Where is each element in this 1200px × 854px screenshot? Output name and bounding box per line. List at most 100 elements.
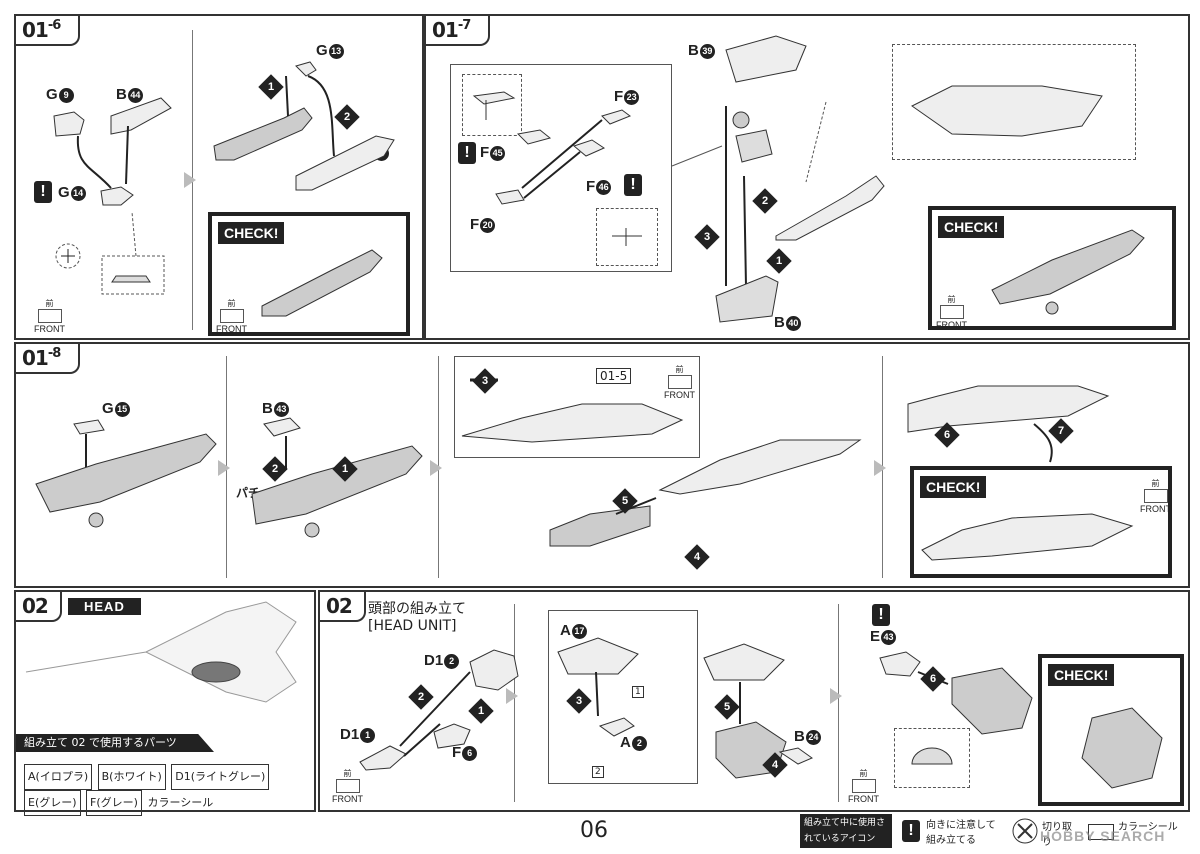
- warning-icon: !: [902, 820, 920, 842]
- color-seal-label: カラーシール: [147, 796, 214, 809]
- parts-list-item: B(ホワイト): [97, 764, 166, 790]
- legend-seal-text: カラーシール: [1118, 822, 1178, 833]
- detail-box: [450, 64, 672, 272]
- check-drawing: [991, 229, 1145, 315]
- part-drawing: [359, 637, 1033, 779]
- inset-box: [596, 208, 658, 266]
- inset-box: [892, 44, 1136, 160]
- page-number: 06: [580, 818, 608, 843]
- step-number: 3: [566, 688, 592, 714]
- check-drawing: [261, 249, 383, 317]
- aircraft-silhouette: [25, 601, 297, 703]
- flow-arrow: [218, 460, 230, 476]
- step-number: 5: [714, 694, 740, 720]
- step-number: 2: [752, 188, 778, 214]
- step-tab: [426, 16, 490, 46]
- step-number: 1: [766, 248, 792, 274]
- inset-box: [894, 728, 970, 788]
- step-number: 1: [258, 74, 284, 100]
- check-label: CHECK!: [920, 476, 987, 498]
- warning-icon: !: [458, 142, 476, 164]
- parts-list-item: E(グレー): [24, 790, 81, 816]
- step-number: 1: [332, 456, 358, 482]
- front-arrow-icon: [335, 779, 360, 793]
- check-label: CHECK!: [938, 216, 1005, 238]
- seal-icon: [1088, 824, 1114, 840]
- step-title-en: [HEAD UNIT]: [368, 618, 457, 634]
- step-label: 01-7: [432, 18, 471, 42]
- part-drawing: [53, 61, 395, 295]
- flow-arrow: [874, 460, 886, 476]
- legend-cut-text: 切り取り: [1042, 822, 1072, 848]
- parts-list-item: D1(ライトグレー): [171, 764, 270, 790]
- watermark: HOBBY SEARCH: [1040, 828, 1166, 844]
- step-tab: [16, 592, 62, 622]
- step-tab: [16, 16, 80, 46]
- front-arrow-icon: [219, 309, 244, 323]
- reference-label: 01-5: [596, 368, 632, 384]
- step-label: 01-6: [22, 18, 61, 42]
- check-label: CHECK!: [218, 222, 285, 244]
- parts-list: A(イロプラ) B(ホワイト) D1(ライトグレー) E(グレー) F(グレー)…: [24, 764, 314, 816]
- step-number: 6: [934, 422, 960, 448]
- step-label: 02: [22, 594, 49, 618]
- check-drawing: [1081, 707, 1163, 789]
- seal-marker: 1: [632, 686, 644, 698]
- step-title-jp: 頭部の組み立て: [368, 601, 466, 617]
- step-number: 6: [920, 666, 946, 692]
- legend-warn-text: 向きに注意して組み立てる: [926, 820, 996, 846]
- warning-icon: !: [872, 604, 890, 626]
- legend-title: 組み立て中に使用されているアイコン: [800, 814, 892, 848]
- icon-legend: 組み立て中に使用されているアイコン ! 向きに注意して組み立てる 切り取り カラ…: [800, 814, 1190, 848]
- step-label: 02: [326, 594, 353, 618]
- check-drawing: [921, 513, 1134, 561]
- step-02-head-panel: 02 HEAD 組み立て 02 で使用するパーツ A(イロプラ) B(ホワイト)…: [14, 590, 316, 816]
- seal-marker: 2: [592, 766, 604, 778]
- parts-list-item: A(イロプラ): [24, 764, 93, 790]
- warning-icon: !: [34, 181, 52, 203]
- step-tab: [16, 344, 80, 374]
- step-tab: [320, 592, 366, 622]
- step-number: 7: [1048, 418, 1074, 444]
- head-tag: HEAD: [68, 598, 141, 615]
- front-arrow-icon: [667, 375, 692, 389]
- flow-arrow: [184, 172, 196, 188]
- detail-box: [454, 356, 700, 458]
- step-number: 4: [762, 752, 788, 778]
- step-label: 01-8: [22, 346, 61, 370]
- front-arrow-icon: [851, 779, 876, 793]
- warning-icon: !: [624, 174, 642, 196]
- front-arrow-icon: [37, 309, 62, 323]
- step-number: 5: [612, 488, 638, 514]
- cut-icon: [1012, 818, 1038, 844]
- inset-box: [462, 74, 522, 136]
